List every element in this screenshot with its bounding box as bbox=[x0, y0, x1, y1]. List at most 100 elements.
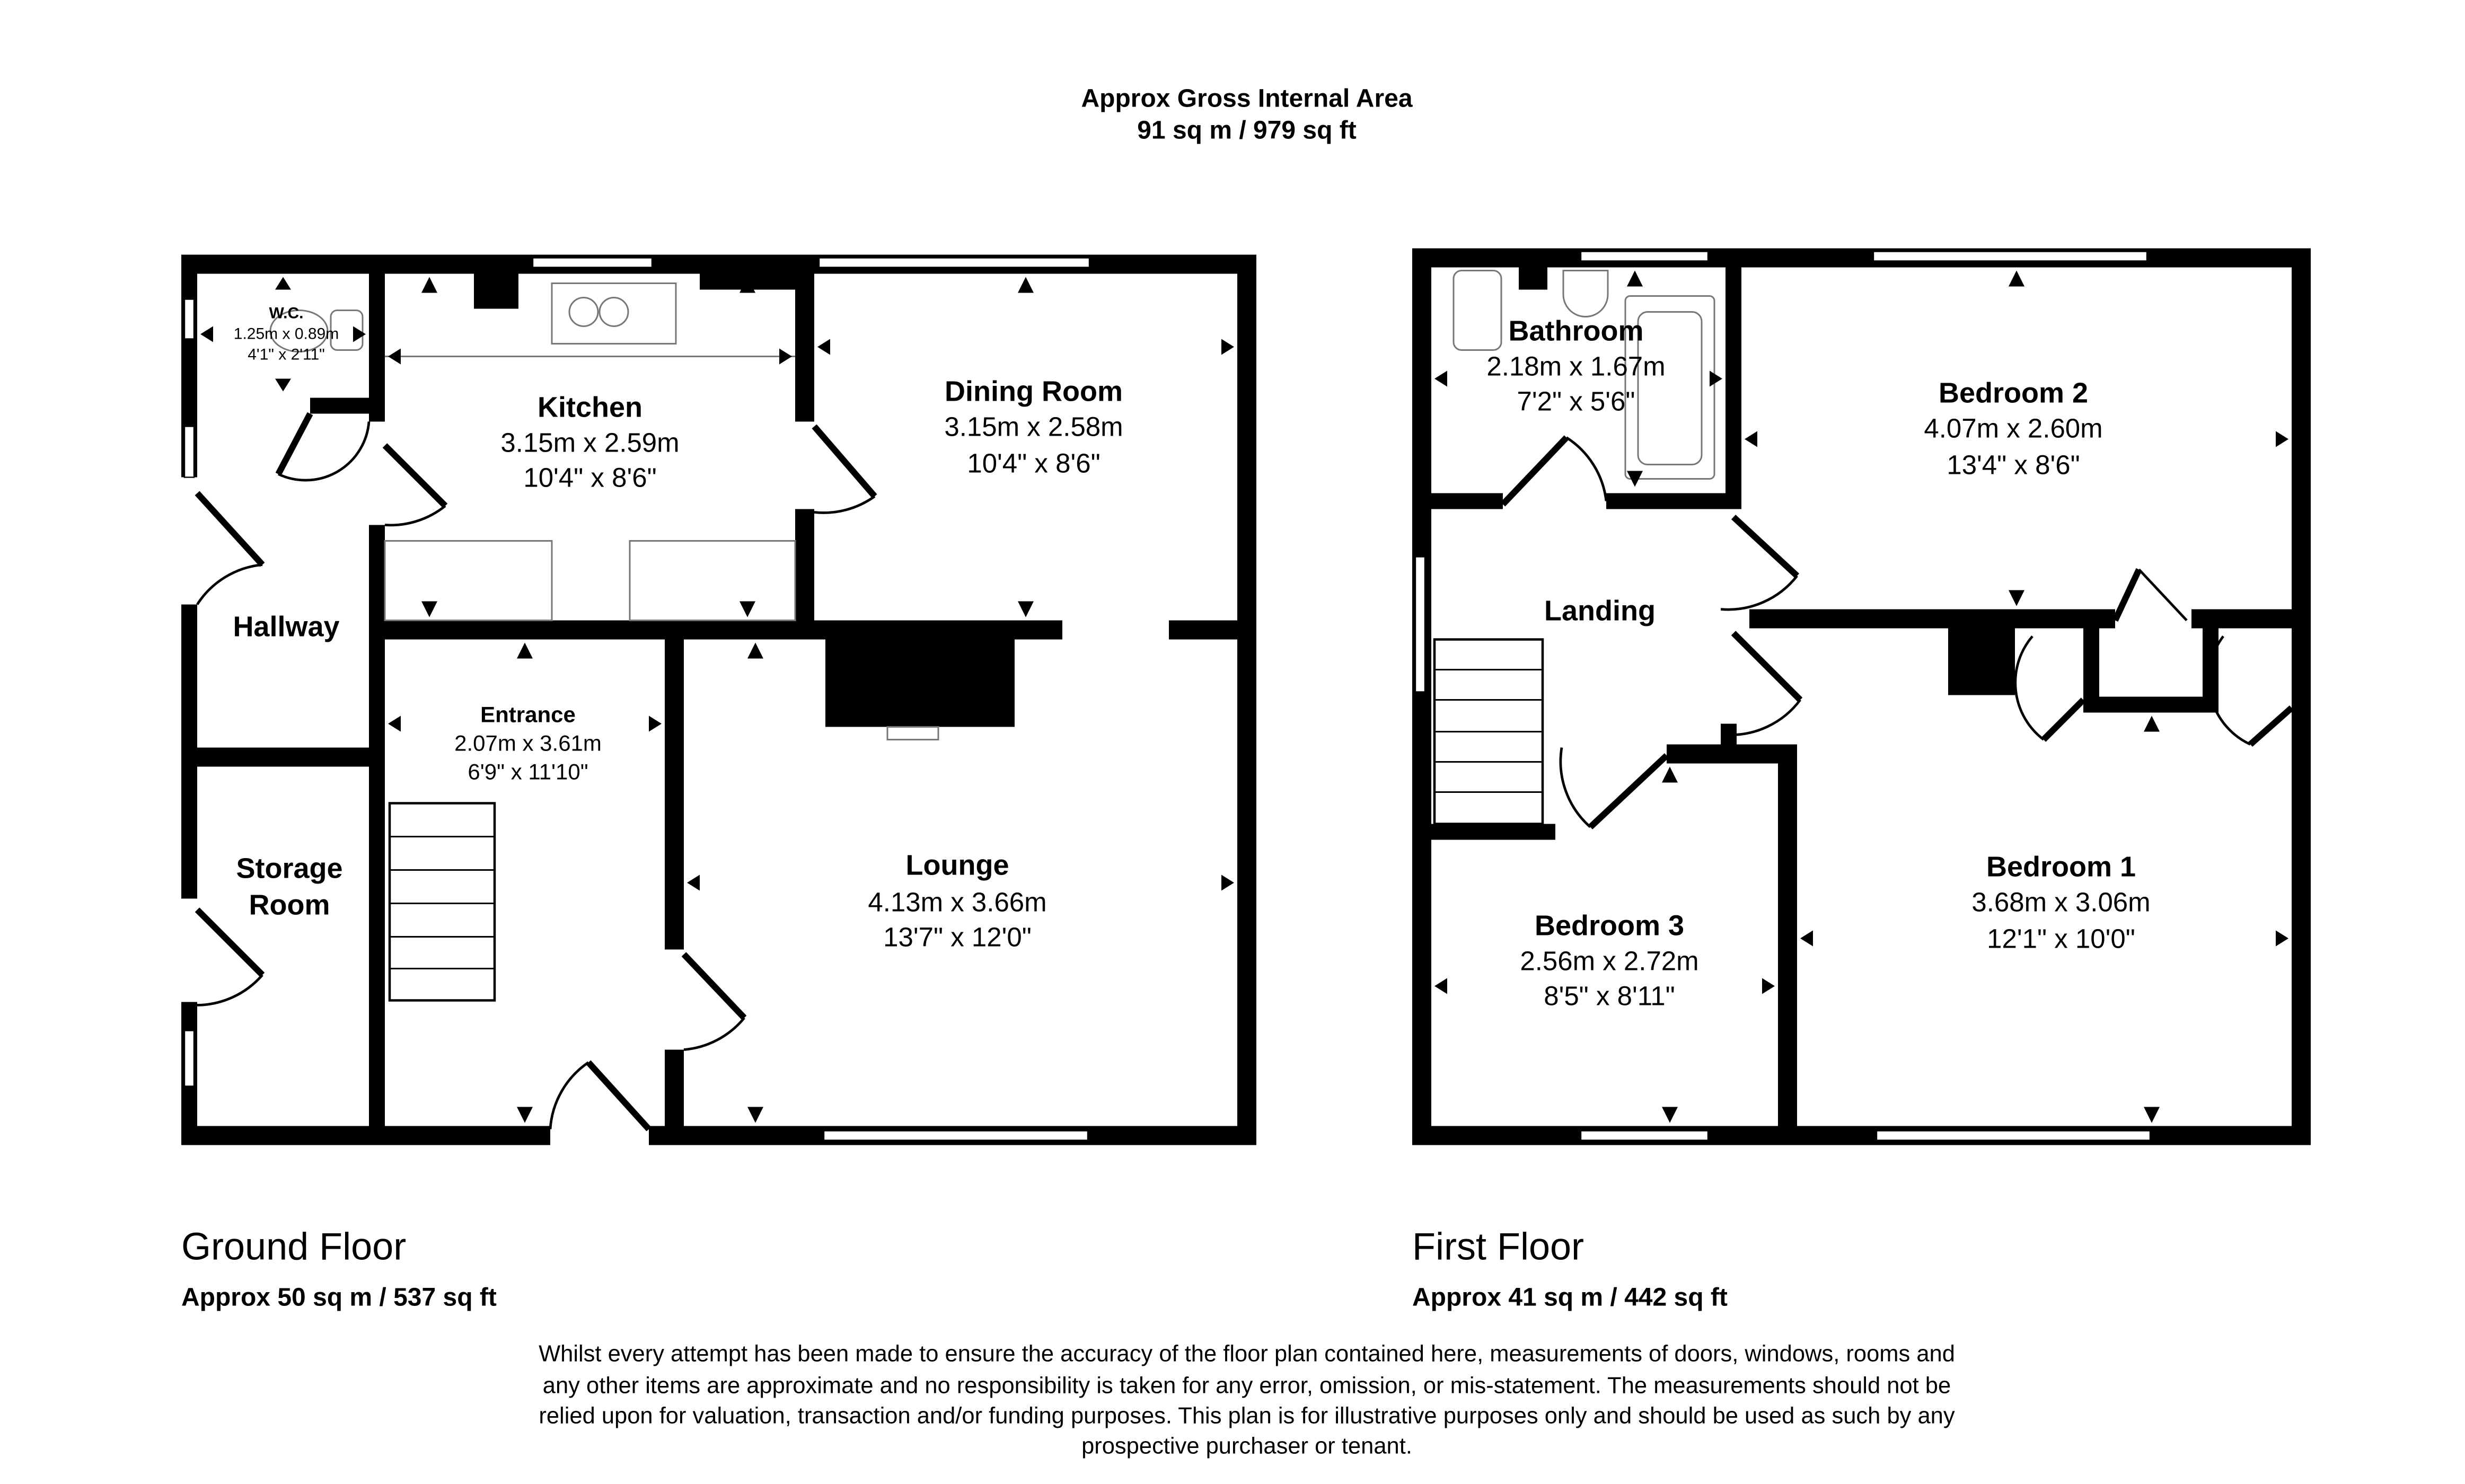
window bbox=[1580, 1130, 1709, 1141]
room-metric-bedroom1: 3.68m x 3.06m bbox=[1971, 887, 2150, 917]
room-name-kitchen: Kitchen bbox=[538, 392, 642, 423]
room-metric-wc: 1.25m x 0.89m bbox=[234, 325, 339, 343]
window bbox=[532, 257, 653, 268]
door bbox=[681, 952, 747, 1020]
staircase bbox=[1433, 638, 1544, 825]
door bbox=[2112, 568, 2142, 622]
wall bbox=[1606, 493, 1741, 509]
wall bbox=[181, 747, 385, 767]
door bbox=[2041, 697, 2086, 742]
sink-icon bbox=[551, 282, 677, 344]
window bbox=[1580, 251, 1709, 262]
window bbox=[183, 1030, 195, 1087]
wall bbox=[1726, 248, 1741, 509]
basin-icon bbox=[1562, 270, 1609, 317]
wall bbox=[1412, 248, 2311, 268]
gross-area-value: 91 sq m / 979 sq ft bbox=[1137, 117, 1357, 145]
wall bbox=[2083, 696, 2218, 713]
wall bbox=[2191, 609, 2311, 629]
toilet-icon bbox=[269, 310, 329, 352]
disclaimer: Whilst every attempt has been made to en… bbox=[539, 1341, 1955, 1459]
disclaimer-line: prospective purchaser or tenant. bbox=[1081, 1434, 1412, 1459]
door bbox=[1588, 753, 1669, 829]
wall bbox=[310, 398, 385, 414]
disclaimer-line: relied upon for valuation, transaction a… bbox=[539, 1403, 1955, 1429]
wall bbox=[1412, 248, 1431, 1145]
wall bbox=[1749, 609, 2115, 629]
room-metric-entrance: 2.07m x 3.61m bbox=[454, 731, 602, 756]
room-metric-bathroom: 2.18m x 1.67m bbox=[1486, 351, 1665, 382]
hearth bbox=[886, 726, 939, 740]
disclaimer-line: any other items are approximate and no r… bbox=[543, 1373, 1951, 1399]
room-name-bedroom2: Bedroom 2 bbox=[1939, 377, 2088, 409]
room-imperial-entrance: 6'9" x 11'10" bbox=[468, 759, 588, 784]
wall bbox=[2292, 248, 2311, 1145]
wall bbox=[369, 620, 1062, 640]
worktop bbox=[629, 540, 796, 621]
worktop bbox=[384, 540, 553, 621]
room-imperial-bathroom: 7'2" x 5'6" bbox=[1517, 386, 1635, 417]
chimney-breast bbox=[1948, 628, 2015, 695]
window bbox=[1872, 251, 2148, 262]
wall bbox=[181, 1126, 550, 1145]
door bbox=[1731, 515, 1800, 578]
room-imperial-wc: 4'1" x 2'11" bbox=[248, 346, 325, 364]
dimension-arrows bbox=[1434, 270, 2288, 1123]
room-name-hallway: Hallway bbox=[233, 611, 339, 643]
window bbox=[1876, 1130, 2151, 1141]
room-name-bathroom: Bathroom bbox=[1509, 315, 1644, 347]
ground-floor-label: Ground Floor bbox=[181, 1226, 406, 1268]
room-name-dining: Dining Room bbox=[945, 376, 1123, 408]
dimension-arrows bbox=[200, 277, 1234, 1123]
wall bbox=[369, 254, 385, 422]
first-floor-area: Approx 41 sq m / 442 sq ft bbox=[1412, 1284, 1728, 1312]
staircase bbox=[388, 802, 496, 1002]
bath-icon bbox=[1624, 295, 1715, 480]
door bbox=[195, 907, 265, 977]
window bbox=[183, 298, 195, 340]
room-name-lounge: Lounge bbox=[906, 850, 1009, 881]
room-imperial-bedroom3: 8'5" x 8'11" bbox=[1544, 981, 1675, 1011]
room-metric-dining: 3.15m x 2.58m bbox=[944, 412, 1123, 442]
wall bbox=[1778, 744, 1797, 1145]
door bbox=[275, 412, 313, 476]
door bbox=[195, 491, 265, 567]
ground-floor-plan: W.C. 1.25m x 0.89m 4'1" x 2'11" Kitchen … bbox=[181, 254, 1256, 1145]
wall bbox=[1412, 493, 1503, 509]
room-name-storage-line2: Room bbox=[249, 889, 330, 921]
door bbox=[1731, 631, 1803, 702]
wall bbox=[1412, 824, 1555, 840]
fireplace bbox=[825, 639, 1015, 727]
wall bbox=[665, 1049, 684, 1129]
window bbox=[183, 426, 195, 478]
wall bbox=[665, 639, 684, 950]
room-imperial-bedroom1: 12'1" x 10'0" bbox=[1987, 924, 2135, 954]
room-metric-kitchen: 3.15m x 2.59m bbox=[500, 428, 679, 458]
room-name-bedroom1: Bedroom 1 bbox=[1986, 851, 2136, 883]
room-name-entrance: Entrance bbox=[480, 702, 576, 727]
door bbox=[2248, 705, 2294, 747]
wall bbox=[795, 509, 814, 624]
room-imperial-lounge: 13'7" x 12'0" bbox=[883, 922, 1032, 952]
window bbox=[818, 257, 1090, 268]
wall bbox=[181, 254, 1256, 274]
room-metric-bedroom2: 4.07m x 2.60m bbox=[1924, 413, 2102, 444]
room-name-landing: Landing bbox=[1544, 595, 1656, 627]
wall bbox=[1237, 254, 1256, 1145]
wall bbox=[1169, 620, 1256, 640]
wall bbox=[369, 525, 385, 1129]
room-metric-lounge: 4.13m x 3.66m bbox=[868, 887, 1046, 917]
room-imperial-bedroom2: 13'4" x 8'6" bbox=[1947, 450, 2080, 480]
door bbox=[812, 424, 877, 499]
first-floor-label: First Floor bbox=[1412, 1226, 1584, 1268]
disclaimer-line: Whilst every attempt has been made to en… bbox=[539, 1341, 1955, 1367]
ground-floor-area: Approx 50 sq m / 537 sq ft bbox=[181, 1284, 497, 1312]
front-door bbox=[586, 1060, 652, 1132]
room-name-bedroom3: Bedroom 3 bbox=[1535, 910, 1684, 942]
door bbox=[382, 443, 448, 508]
door bbox=[1500, 435, 1569, 507]
wall bbox=[1412, 1126, 2311, 1145]
window bbox=[1414, 556, 1426, 693]
wall bbox=[2083, 628, 2099, 708]
